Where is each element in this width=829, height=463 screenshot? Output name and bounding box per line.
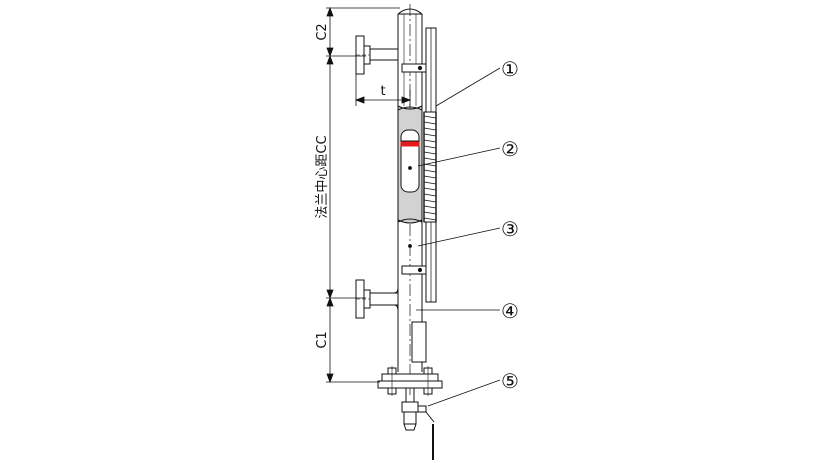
dim-label-cc: 法兰中心距CC (315, 135, 330, 218)
callout-5: ⑤ (501, 369, 519, 393)
upper-clamp (401, 63, 427, 73)
callout-3: ③ (501, 217, 519, 241)
float-marker (400, 141, 420, 147)
callout-1: ① (501, 57, 519, 81)
upper-flange (355, 35, 398, 75)
indicator-bar (423, 27, 437, 303)
dim-label-c1: C1 (315, 331, 330, 348)
lower-clamp (401, 265, 427, 275)
leader-lines (416, 67, 501, 407)
callout-2: ② (501, 137, 519, 161)
float (400, 129, 420, 193)
lower-flange (355, 279, 399, 319)
lower-chamber (408, 244, 427, 363)
callout-4: ④ (501, 299, 519, 323)
dimension-lines (326, 6, 412, 384)
drain-valve (401, 388, 435, 460)
bottom-flange (377, 366, 443, 396)
dim-label-t: t (380, 84, 385, 99)
dim-label-c2: C2 (315, 23, 330, 40)
